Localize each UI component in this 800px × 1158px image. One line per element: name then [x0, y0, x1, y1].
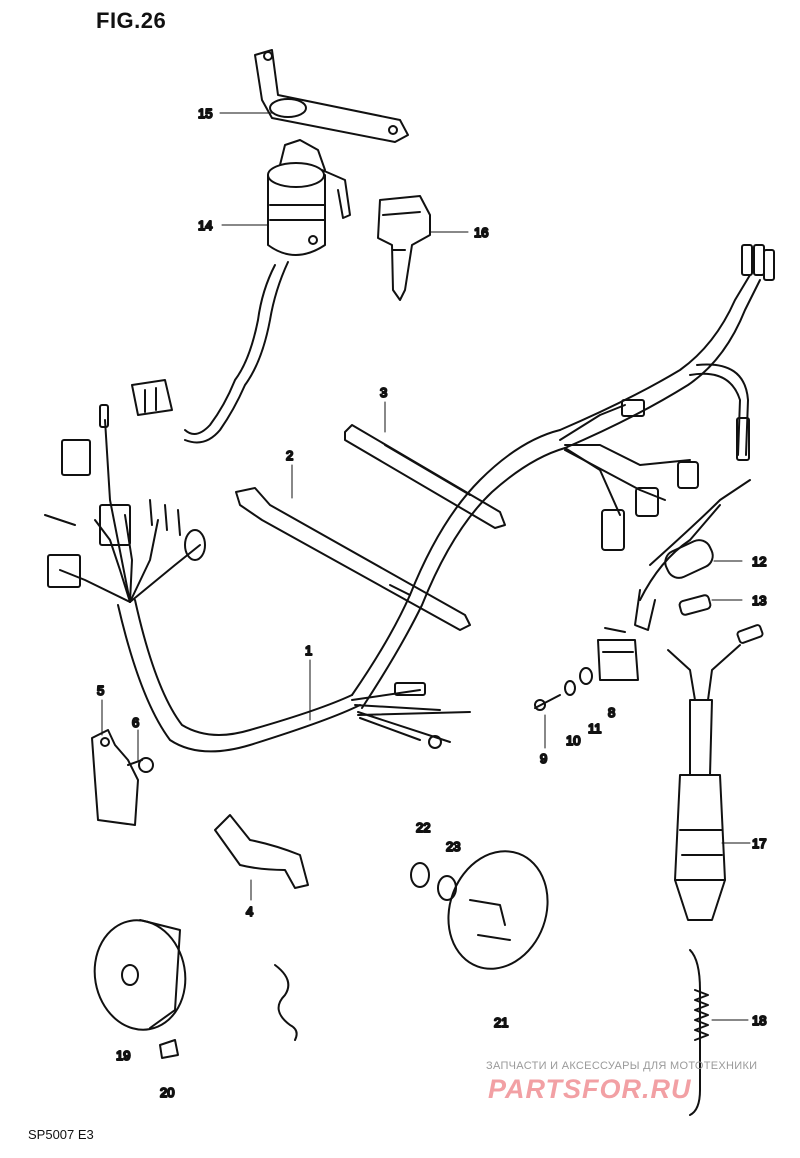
callout-8: 8	[608, 705, 615, 720]
washer-11	[579, 667, 593, 685]
callout-3: 3	[380, 385, 387, 400]
callout-9: 9	[540, 751, 547, 766]
ignition-key	[377, 195, 431, 301]
bolt-9	[534, 694, 561, 711]
relay	[597, 627, 639, 681]
wire-band-3	[344, 424, 506, 529]
callout-2: 2	[286, 448, 293, 463]
clamp-4	[214, 814, 309, 889]
callout-18: 18	[752, 1013, 766, 1028]
screw-6	[127, 757, 154, 773]
callout-20: 20	[160, 1085, 174, 1100]
callout-21: 21	[494, 1015, 508, 1030]
callout-19: 19	[116, 1048, 130, 1063]
callout-6: 6	[132, 715, 139, 730]
stop-switch	[667, 624, 764, 921]
callout-4: 4	[246, 904, 253, 919]
callout-11: 11	[588, 721, 602, 736]
watermark-tagline: ЗАПЧАСТИ И АКСЕССУАРЫ ДЛЯ МОТОТЕХНИКИ	[486, 1060, 758, 1072]
clip	[274, 964, 298, 1041]
horn-19	[93, 919, 187, 1031]
callout-14: 14	[198, 218, 212, 233]
wiring-harness	[44, 244, 775, 753]
footer-code: SP5007 E3	[28, 1127, 94, 1142]
fuse	[678, 594, 712, 616]
figure-title: FIG.26	[96, 8, 167, 33]
washer-23	[437, 875, 457, 901]
callout-1: 1	[305, 643, 312, 658]
callout-16: 16	[474, 225, 488, 240]
ignition-bracket	[254, 49, 409, 143]
horn-21	[447, 850, 549, 970]
callout-15: 15	[198, 106, 212, 121]
callout-10: 10	[566, 733, 580, 748]
leader-lines	[101, 112, 751, 1021]
spring	[689, 949, 709, 1116]
screw-20	[159, 1039, 179, 1059]
bracket-5	[91, 729, 139, 826]
callout-12: 12	[752, 554, 766, 569]
washer-22	[410, 862, 430, 888]
watermark-brand: PARTSFOR.RU	[488, 1074, 692, 1104]
callout-22: 22	[416, 820, 430, 835]
wire-band-2	[235, 487, 471, 631]
callout-13: 13	[752, 593, 766, 608]
fuse-holder	[634, 479, 751, 631]
callout-17: 17	[752, 836, 766, 851]
callout-5: 5	[97, 683, 104, 698]
ignition-switch	[131, 139, 351, 444]
callout-23: 23	[446, 839, 460, 854]
washer-10	[564, 680, 576, 696]
